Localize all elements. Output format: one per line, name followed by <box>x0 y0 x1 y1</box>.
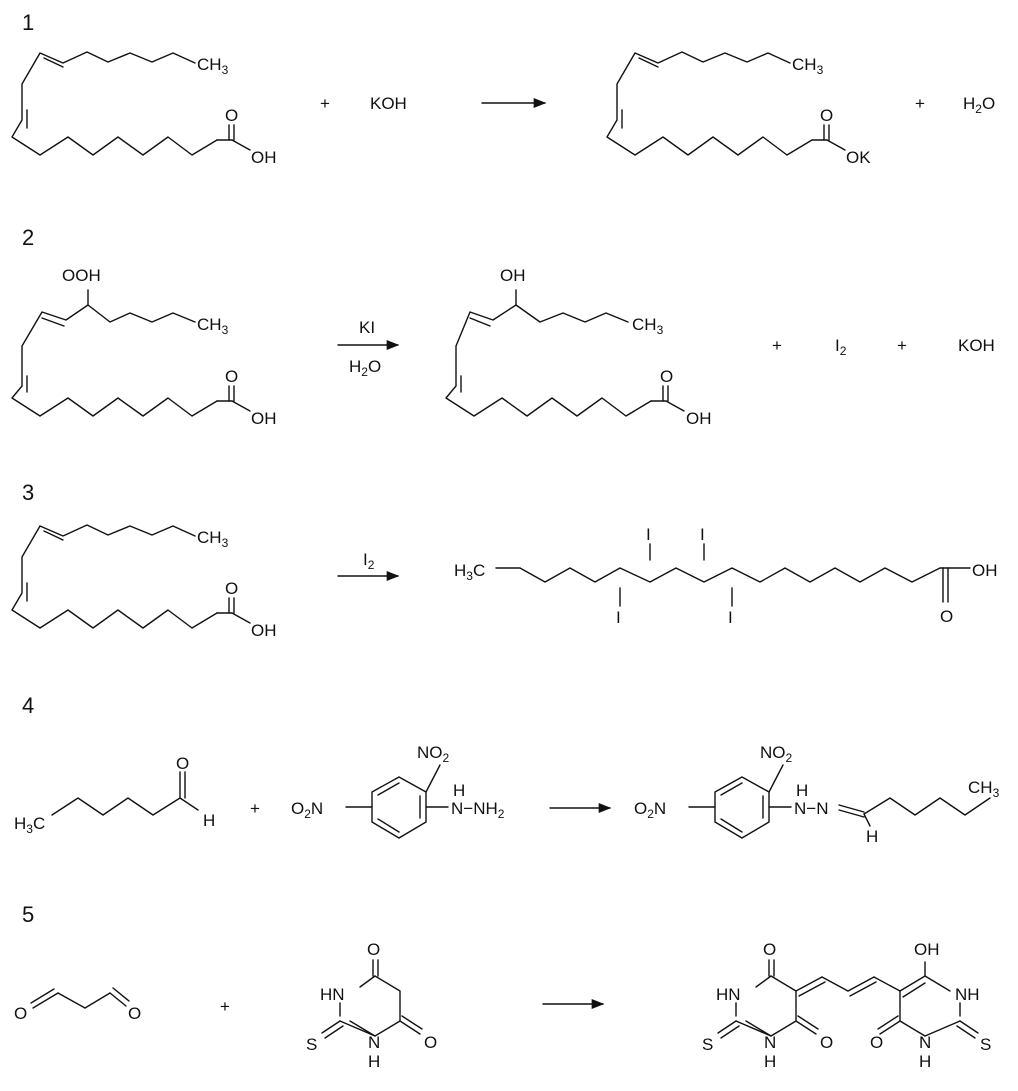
ring-nitrogen: N <box>764 1033 776 1052</box>
carbonyl-oxygen: O <box>820 106 833 125</box>
hydroxy-acid-product: OH CH3 O OH <box>445 266 712 428</box>
plus-sign: + <box>320 94 330 113</box>
aldehyde-hydrogen: H <box>203 811 215 830</box>
ring-nitrogen: N <box>919 1033 931 1052</box>
ring-nh-hydrogen: H <box>764 1052 776 1071</box>
carbonyl-oxygen: O <box>225 367 238 386</box>
hydrazone-product: NO2 O2N H N−N H CH3 <box>634 743 1000 846</box>
reaction-number: 5 <box>22 902 34 927</box>
reaction-3: 3 CH3 O OH I2 H3C I I I I <box>11 480 998 640</box>
carbonyl-oxygen: O <box>870 1033 883 1052</box>
aldehyde-oxygen: O <box>176 754 189 773</box>
aldehyde-oxygen: O <box>14 1004 27 1023</box>
arrow-reagent-iodine: I2 <box>363 550 375 572</box>
carbonyl-oxygen: O <box>225 579 238 598</box>
reagent-koh: KOH <box>370 94 407 113</box>
methyl-label: H3C <box>454 561 485 583</box>
nitro-label: NO2 <box>760 743 793 765</box>
koh-byproduct: KOH <box>958 336 995 355</box>
iodo-label: I <box>646 525 651 544</box>
aldehyde-oxygen: O <box>128 1004 141 1023</box>
hydroxyl-label: OH <box>972 561 998 580</box>
methyl-label: CH3 <box>197 528 229 550</box>
methyl-label: CH3 <box>197 55 229 77</box>
iodine-byproduct: I2 <box>835 336 847 358</box>
carbonyl-oxygen: O <box>367 940 380 959</box>
carbonyl-oxygen: O <box>660 367 673 386</box>
tetraiodo-acid-product: H3C I I I I OH O <box>454 525 998 627</box>
hydroxyl-label: OH <box>251 409 277 428</box>
enol-hydroxyl: OH <box>914 940 940 959</box>
imine-hydrogen: H <box>866 827 878 846</box>
nitro-label: O2N <box>291 799 323 821</box>
ring-nh-hydrogen: H <box>368 1052 380 1071</box>
methyl-label: CH3 <box>197 315 229 337</box>
nitro-label: O2N <box>634 799 666 821</box>
nh-label: NH <box>955 985 980 1004</box>
carbonyl-oxygen: O <box>763 940 776 959</box>
carboxylate-ok-label: OK <box>846 148 871 167</box>
thione-sulfur: S <box>980 1035 991 1054</box>
reaction-number: 2 <box>22 225 34 250</box>
reaction-2: 2 OOH CH3 O OH KI H2O OH <box>11 225 995 428</box>
plus-sign: + <box>897 336 907 355</box>
linoleic-acid-reactant: CH3 O OH <box>11 524 277 640</box>
reaction-4: 4 H3C O H + NO2 O2N H N−NH2 <box>14 693 1000 846</box>
hn-label: HN <box>716 985 741 1004</box>
methyl-label: CH3 <box>792 55 824 77</box>
reaction-number: 3 <box>22 480 34 505</box>
thiobarbituric-acid-reactant: O HN S N H O <box>306 940 437 1071</box>
iodo-label: I <box>616 608 621 627</box>
hydroperoxy-label: OOH <box>62 266 101 285</box>
plus-sign: + <box>915 94 925 113</box>
methyl-label: H3C <box>14 814 45 836</box>
hydroperoxide-reactant: OOH CH3 O OH <box>11 266 277 428</box>
hydroxyl-label: OH <box>251 621 277 640</box>
thione-sulfur: S <box>306 1035 317 1054</box>
methyl-label: CH3 <box>968 778 1000 800</box>
tba-mda-adduct-product: O HN S N H O OH NH O N H S <box>702 940 991 1071</box>
malondialdehyde-reactant: O O <box>14 987 141 1023</box>
iodo-label: I <box>700 525 705 544</box>
carbonyl-oxygen: O <box>424 1033 437 1052</box>
hydrazine-h-label: H <box>453 781 465 800</box>
carbonyl-oxygen: O <box>225 106 238 125</box>
arrow-reagent-ki: KI <box>359 318 375 337</box>
potassium-linoleate-product: CH3 O OK <box>606 51 871 167</box>
nitro-label: NO2 <box>417 743 450 765</box>
arrow-solvent-water: H2O <box>349 357 381 379</box>
carbonyl-oxygen: O <box>820 1033 833 1052</box>
hydroxyl-label: OH <box>686 409 712 428</box>
plus-sign: + <box>772 336 782 355</box>
hn-label: HN <box>320 985 345 1004</box>
hydroxyl-label: OH <box>251 148 277 167</box>
hydroxy-label: OH <box>500 266 526 285</box>
reaction-number: 1 <box>22 10 34 35</box>
hexanal-reactant: H3C O H <box>14 754 215 836</box>
plus-sign: + <box>250 799 260 818</box>
water-byproduct: H2O <box>963 94 995 116</box>
reaction-5: 5 O O + O HN S N H <box>14 902 991 1071</box>
hydrazone-nn-label: N−N <box>794 799 828 818</box>
hydrazine-label: N−NH2 <box>451 799 505 821</box>
hydrazone-h-label: H <box>796 781 808 800</box>
thione-sulfur: S <box>702 1035 713 1054</box>
carbonyl-oxygen: O <box>940 607 953 626</box>
iodo-label: I <box>728 608 733 627</box>
linoleic-acid-reactant: CH3 O OH <box>11 51 277 167</box>
reaction-1: 1 CH3 O OH + KOH CH3 O OK <box>11 10 995 167</box>
plus-sign: + <box>220 997 230 1016</box>
dnph-reactant: NO2 O2N H N−NH2 <box>291 743 505 839</box>
reaction-number: 4 <box>22 693 34 718</box>
ring-nitrogen: N <box>368 1033 380 1052</box>
methyl-label: CH3 <box>632 315 664 337</box>
ring-nh-hydrogen: H <box>919 1052 931 1071</box>
